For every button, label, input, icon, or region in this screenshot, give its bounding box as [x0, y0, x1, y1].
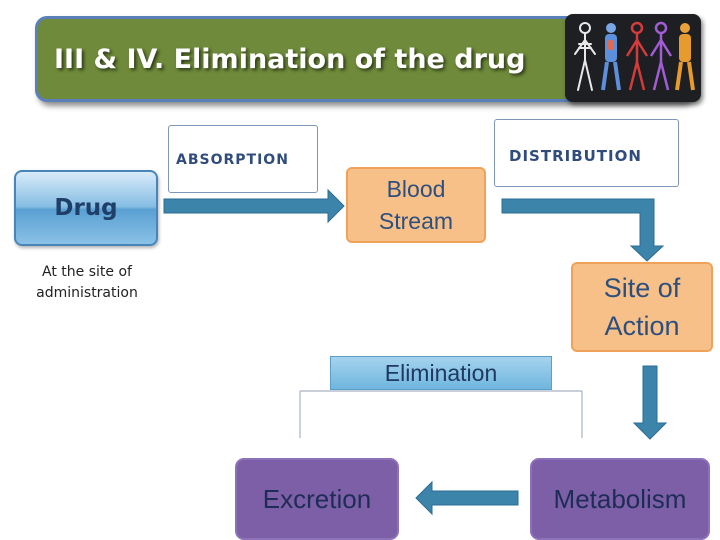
drug-box: Drug [14, 170, 158, 246]
metabolism-label: Metabolism [553, 483, 687, 514]
blood-to-site-of-action-arrow [501, 198, 665, 262]
drug-to-blood-arrow [163, 188, 345, 224]
site-of-action-line-2: Action [604, 311, 680, 341]
blood-stream-line-2: Stream [378, 208, 454, 234]
distribution-label: DISTRIBUTION [494, 119, 679, 187]
site-of-administration-caption: At the site of administration [14, 262, 160, 306]
elimination-box: Elimination [330, 356, 552, 390]
metabolism-to-excretion-arrow [415, 480, 519, 516]
elimination-label: Elimination [384, 359, 498, 386]
elimination-bracket [299, 390, 583, 438]
blood-stream-box: Blood Stream [346, 167, 486, 243]
excretion-box: Excretion [235, 458, 399, 540]
blood-stream-line-1: Blood [386, 176, 446, 202]
human-anatomy-icon [574, 21, 695, 91]
excretion-label: Excretion [262, 483, 372, 514]
anatomy-image [565, 14, 701, 102]
site-of-action-to-metabolism-arrow [632, 365, 668, 440]
site-of-action-box: Site of Action [571, 262, 713, 352]
absorption-label: ABSORPTION [168, 125, 318, 193]
metabolism-box: Metabolism [530, 458, 710, 540]
drug-label: Drug [54, 195, 118, 221]
page-title: III & IV. Elimination of the drug [54, 44, 526, 75]
site-of-administration-line-2: administration [36, 285, 138, 301]
site-of-administration-line-1: At the site of [42, 264, 132, 280]
site-of-action-line-1: Site of [603, 273, 681, 303]
